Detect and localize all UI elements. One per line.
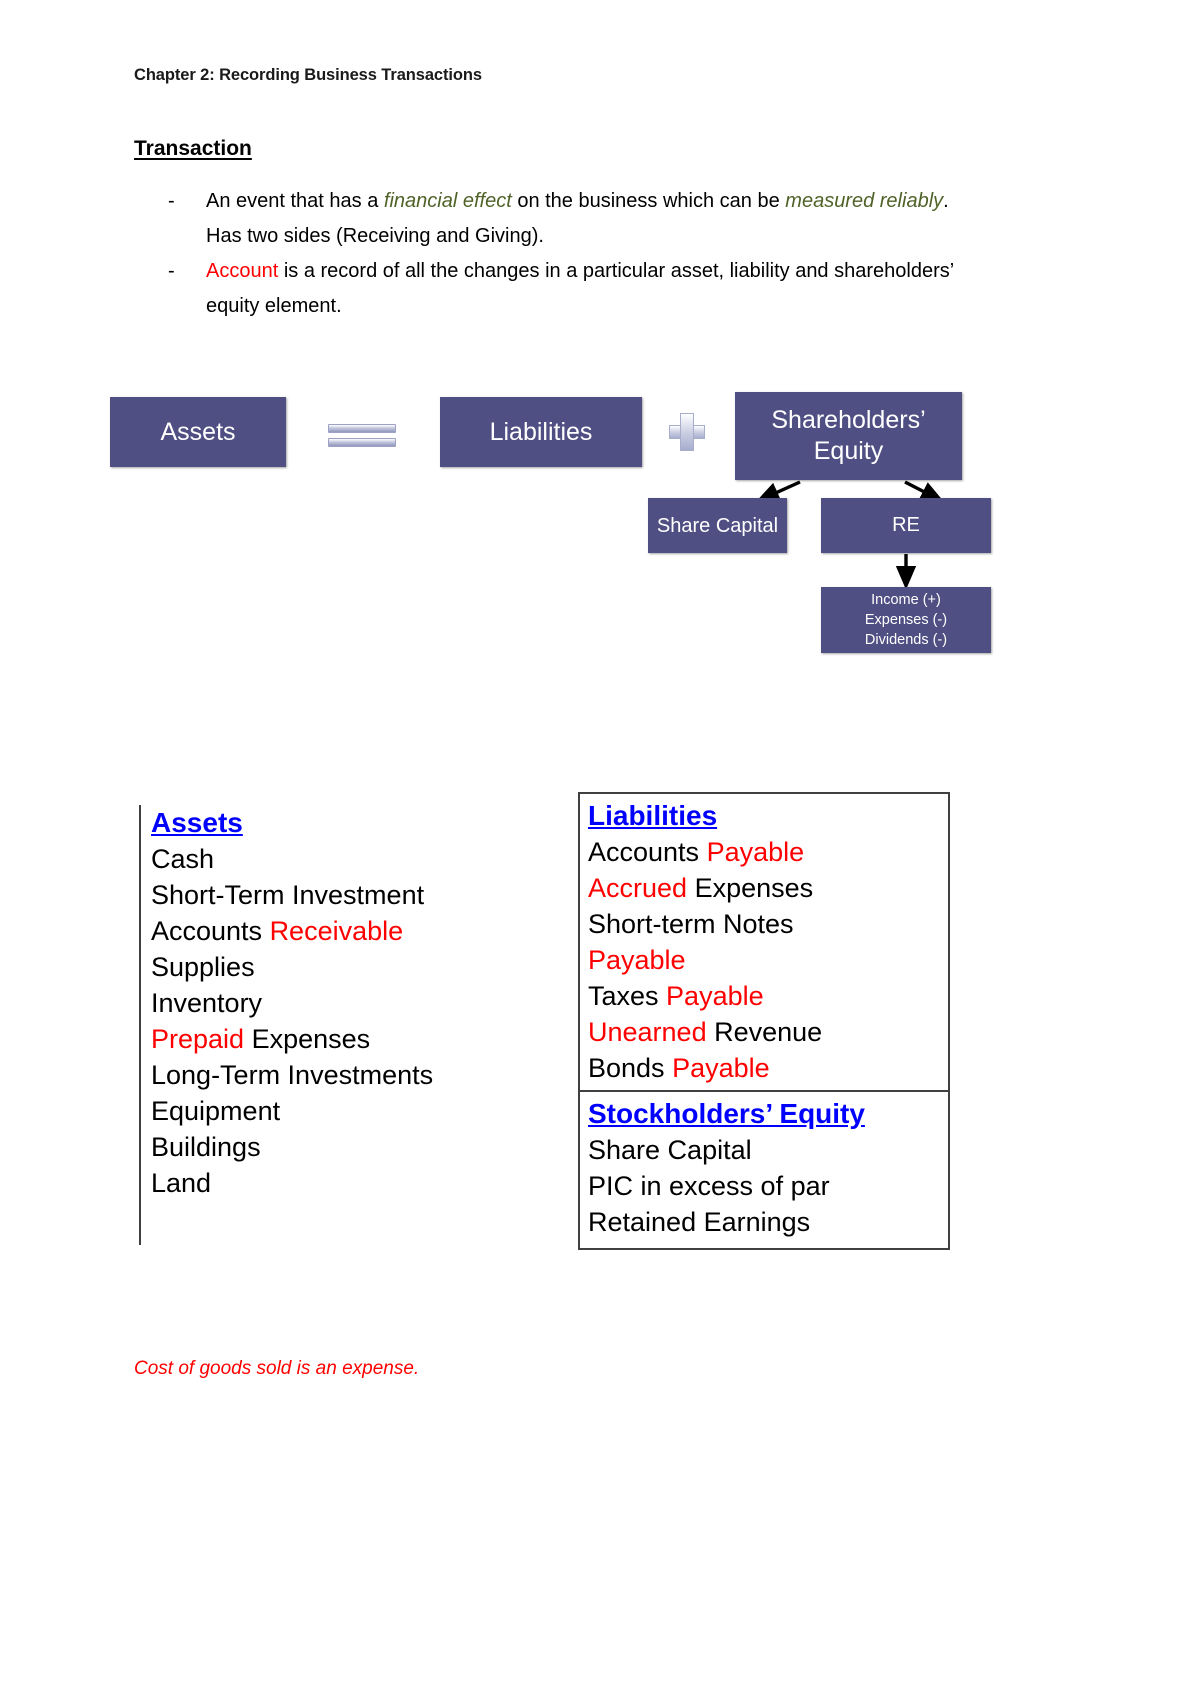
list-item: Taxes Payable — [588, 978, 948, 1014]
list-item: Accounts Receivable — [151, 913, 439, 949]
account-name: Share Capital — [588, 1135, 752, 1165]
diagram-box-share-capital[interactable]: Share Capital — [648, 498, 787, 553]
account-keyword: Accrued — [588, 873, 688, 903]
bullet-text: An event that has a financial effect on … — [206, 184, 968, 254]
account-name: Bonds — [588, 1053, 673, 1083]
list-item: Payable — [588, 942, 948, 978]
bullet-part-emphasis: measured reliably — [785, 190, 944, 212]
equals-sign-icon — [328, 424, 396, 448]
account-keyword: Unearned — [588, 1017, 707, 1047]
list-item: Share Capital — [588, 1132, 948, 1168]
account-name: Accounts — [151, 916, 270, 946]
list-item: Prepaid Expenses — [151, 1021, 439, 1057]
account-list-liabilities: Liabilities Accounts Payable Accrued Exp… — [578, 792, 950, 1090]
account-keyword: Receivable — [269, 916, 404, 946]
list-item: - Account is a record of all the changes… — [168, 254, 968, 324]
bullet-part: on the business which can be — [511, 190, 786, 212]
list-item: Short-term Notes — [588, 906, 948, 942]
account-list-heading: Stockholders’ Equity — [588, 1098, 865, 1129]
account-name: Land — [151, 1168, 212, 1198]
account-name: Long-Term Investments — [151, 1060, 434, 1090]
account-name: Buildings — [151, 1132, 261, 1162]
account-name: Expenses — [687, 873, 814, 903]
list-item: Long-Term Investments — [151, 1057, 439, 1093]
footnote-cogs: Cost of goods sold is an expense. — [134, 1358, 420, 1379]
list-item: Cash — [151, 841, 439, 877]
re-component-expenses: Expenses (-) — [864, 612, 948, 628]
account-keyword: Payable — [588, 945, 686, 975]
account-list-assets: Assets Cash Short-Term Investment Accoun… — [139, 805, 439, 1245]
list-item: - An event that has a financial effect o… — [168, 184, 968, 254]
list-item: Land — [151, 1165, 439, 1201]
re-component-dividends: Dividends (-) — [864, 632, 948, 648]
diagram-box-re-components[interactable]: Income (+) Expenses (-) Dividends (-) — [821, 587, 991, 653]
diagram-box-liabilities[interactable]: Liabilities — [440, 397, 642, 467]
section-title-transaction: Transaction — [134, 137, 252, 160]
diagram-box-shareholders-equity[interactable]: Shareholders’ Equity — [735, 392, 962, 480]
diagram-box-assets[interactable]: Assets — [110, 397, 286, 467]
list-item: Accrued Expenses — [588, 870, 948, 906]
list-item: Retained Earnings — [588, 1204, 948, 1240]
account-list-heading: Assets — [151, 807, 243, 838]
bullet-marker: - — [168, 190, 175, 212]
account-name: PIC in excess of par — [588, 1171, 830, 1201]
bullet-text: Account is a record of all the changes i… — [206, 254, 968, 324]
bullet-part: . Has two sides (Receiving and Giving). — [206, 190, 949, 247]
list-item: Buildings — [151, 1129, 439, 1165]
list-item: Bonds Payable — [588, 1050, 948, 1086]
bullet-part-emphasis: financial effect — [383, 190, 512, 212]
bullet-part-keyword: Account — [206, 260, 279, 282]
bullet-marker: - — [168, 260, 175, 282]
list-item: Equipment — [151, 1093, 439, 1129]
account-name: Retained Earnings — [588, 1207, 811, 1237]
diagram-box-retained-earnings[interactable]: RE — [821, 498, 991, 553]
list-item: Unearned Revenue — [588, 1014, 948, 1050]
bullet-list: - An event that has a financial effect o… — [168, 184, 968, 324]
account-name: Inventory — [151, 988, 263, 1018]
account-name: Cash — [151, 844, 215, 874]
account-lists-right-column: Liabilities Accounts Payable Accrued Exp… — [578, 792, 950, 1250]
list-item: Inventory — [151, 985, 439, 1021]
account-name: Supplies — [151, 952, 255, 982]
list-item: Short-Term Investment — [151, 877, 439, 913]
account-name: Expenses — [244, 1024, 371, 1054]
account-name: Short-term Notes — [588, 909, 794, 939]
account-name: Accounts — [588, 837, 707, 867]
account-name: Taxes — [588, 981, 667, 1011]
running-header: Chapter 2: Recording Business Transactio… — [134, 66, 482, 84]
account-name: Short-Term Investment — [151, 880, 425, 910]
account-name: Revenue — [706, 1017, 823, 1047]
list-item: Supplies — [151, 949, 439, 985]
bullet-part: An event that has a — [206, 190, 384, 212]
list-item: PIC in excess of par — [588, 1168, 948, 1204]
account-keyword: Prepaid — [151, 1024, 245, 1054]
account-keyword: Payable — [672, 1053, 770, 1083]
account-keyword: Payable — [706, 837, 805, 867]
account-name: Equipment — [151, 1096, 281, 1126]
re-component-income: Income (+) — [871, 592, 941, 608]
bullet-part: is a record of all the changes in a part… — [206, 260, 954, 317]
list-item: Accounts Payable — [588, 834, 948, 870]
plus-sign-icon — [669, 413, 705, 451]
account-list-stockholders-equity: Stockholders’ Equity Share Capital PIC i… — [578, 1090, 950, 1250]
account-keyword: Payable — [666, 981, 764, 1011]
account-list-heading: Liabilities — [588, 800, 718, 831]
